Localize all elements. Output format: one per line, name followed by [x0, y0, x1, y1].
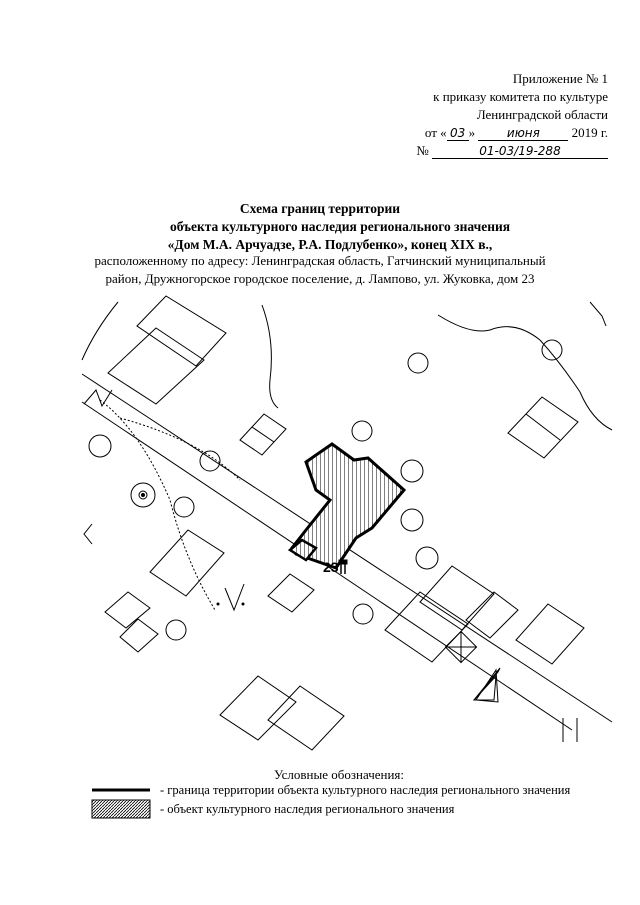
fence-fragment [83, 389, 113, 408]
date-month: июня [478, 126, 569, 141]
tree [400, 508, 424, 532]
tree [199, 450, 221, 472]
order-reference: к приказу комитета по культуре [433, 89, 608, 104]
terrain-line [437, 314, 613, 431]
building-divider [525, 413, 561, 441]
building [219, 675, 297, 741]
building [136, 295, 227, 367]
address-line-2: район, Дружногорское городское поселение… [105, 271, 535, 286]
order-number: № 01-03/19-288 [416, 142, 608, 160]
legend-item-heritage: - объект культурного наследия региональн… [160, 802, 455, 816]
building [149, 529, 225, 597]
object-address: расположенному по адресу: Ленинградская … [0, 252, 640, 288]
footpath-upper [99, 399, 216, 611]
tree [165, 619, 187, 641]
building [107, 327, 205, 405]
title-line-2: объекта культурного наследия регионально… [169, 219, 511, 234]
meadow-sign [224, 583, 245, 612]
terrain-line [81, 301, 119, 361]
date-year: 2019 г. [571, 125, 608, 140]
tree [407, 352, 429, 374]
appendix-header: Приложение № 1 к приказу комитета по кул… [416, 70, 608, 160]
legend-title: Условные обозначения: [274, 767, 405, 782]
legend-item-boundary: - граница территории объекта культурного… [160, 783, 571, 797]
tree [173, 496, 195, 518]
well-icon [141, 493, 145, 497]
tree [351, 420, 373, 442]
house-number: 23 [323, 559, 339, 575]
transformer-sign [444, 630, 478, 664]
building [267, 573, 315, 613]
terrain-line [261, 304, 279, 409]
well-icon [138, 490, 148, 500]
date-day: 03 [446, 126, 469, 141]
building [239, 413, 287, 456]
legend-heritage-symbol [91, 799, 151, 819]
fence-fragment [83, 523, 93, 545]
meadow-dot [241, 602, 245, 606]
building [472, 674, 497, 701]
meadow-dot [216, 602, 220, 606]
title-line-3: «Дом М.А. Арчуадзе, Р.А. Подлубенко», ко… [167, 237, 493, 252]
order-number-value: 01-03/19-288 [432, 144, 608, 159]
appendix-label: Приложение № 1 [512, 71, 608, 86]
tree [352, 603, 374, 625]
order-date: от «03» июня 2019 г. [424, 125, 608, 141]
footpath-lower [119, 417, 241, 481]
tree [541, 339, 563, 361]
address-line-1: расположенному по адресу: Ленинградская … [94, 253, 546, 268]
building [507, 396, 579, 459]
title-line-1: Схема границ территории [239, 201, 401, 216]
tree [400, 459, 424, 483]
building [119, 618, 159, 653]
well-icon [130, 482, 156, 508]
building [465, 591, 519, 639]
tree [415, 546, 439, 570]
heritage-object [287, 442, 407, 570]
building-divider [251, 426, 275, 443]
building [419, 565, 495, 631]
fence-fragment [589, 301, 607, 327]
scheme-title: Схема границ территории объекта культурн… [0, 200, 640, 254]
region-name: Ленинградской области [476, 107, 608, 122]
house-number-flag-icon [338, 559, 348, 574]
triangle-marker [475, 668, 499, 703]
tree [88, 434, 112, 458]
building [515, 603, 585, 665]
building [104, 591, 151, 629]
